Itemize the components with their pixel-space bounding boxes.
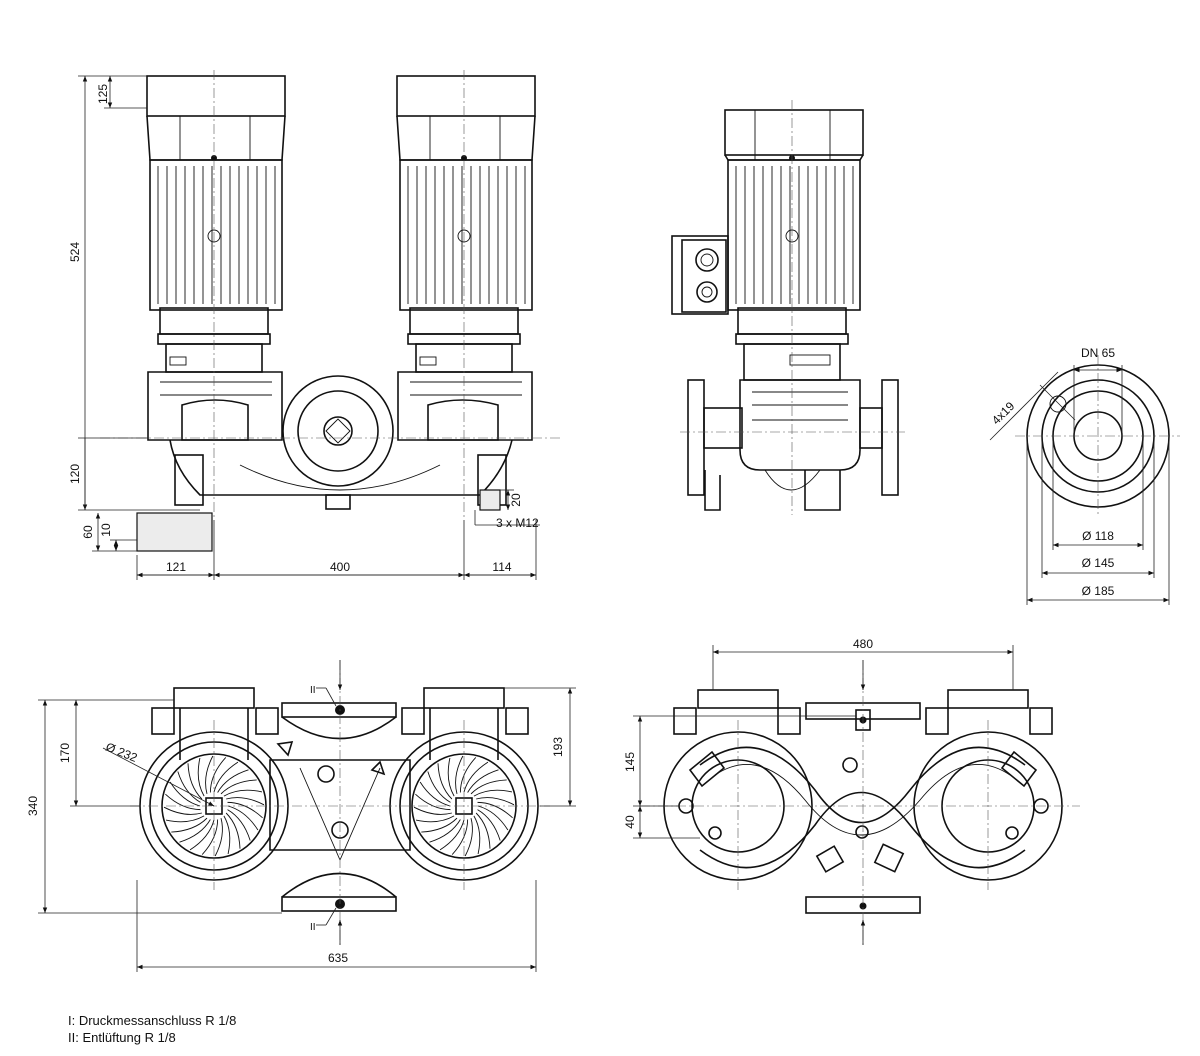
dim-121: 121 <box>166 560 186 574</box>
fan-grille-slot <box>477 809 501 841</box>
fan-grille-slot <box>439 819 465 851</box>
fan-grille-slot <box>419 781 451 807</box>
fan-grille-slot <box>213 761 239 793</box>
fan-grille-slot <box>217 769 249 793</box>
dim-10: 10 <box>99 523 113 537</box>
fan-grille-slot <box>227 809 251 841</box>
dim-635: 635 <box>328 951 348 965</box>
legend-line-2: II: Entlüftung R 1/8 <box>68 1030 176 1045</box>
fan-grille-slot <box>214 818 223 857</box>
dim-dia118: Ø 118 <box>1082 529 1114 543</box>
flange-view: DN 65 4x19 Ø 118 Ø 145 Ø 185 <box>989 346 1180 605</box>
base-plate <box>136 512 213 552</box>
fan-grille-slot <box>447 757 455 797</box>
motor-left <box>146 75 286 373</box>
dim-40: 40 <box>623 815 637 829</box>
dim-170: 170 <box>58 743 72 763</box>
dim-340: 340 <box>26 796 40 816</box>
fan-grille-slot <box>165 815 205 823</box>
fan-grille-slot <box>455 755 464 794</box>
fan-grille-slot <box>473 815 481 855</box>
fan-grille-slot <box>225 812 241 849</box>
fan-grille-slot <box>169 781 201 807</box>
fan-grille-slot <box>464 818 473 857</box>
fan-grille-slot <box>467 769 499 793</box>
fan-grille-slot <box>163 806 202 815</box>
fan-grille-slot <box>205 755 214 794</box>
dim-125: 125 <box>96 84 110 104</box>
dim-524: 524 <box>68 242 82 262</box>
marker-port-2-bottom: II <box>310 922 316 933</box>
fan-grille-slot <box>463 761 489 793</box>
pump-housing-front <box>147 371 533 511</box>
fan-grille-slot <box>477 805 509 831</box>
dim-114: 114 <box>492 560 511 574</box>
fan-grille-slot <box>223 789 263 797</box>
dim-480: 480 <box>853 637 873 651</box>
fan-grille-slot <box>197 757 205 797</box>
fan-grille-slot <box>223 815 231 855</box>
fan-grille-slot <box>429 819 461 843</box>
side-view <box>671 100 905 515</box>
dim-20: 20 <box>509 493 523 507</box>
fan-grille-slot <box>473 789 513 797</box>
fan-grille-slot <box>413 806 452 815</box>
dim-400: 400 <box>330 560 350 574</box>
fan-grille-slot <box>171 817 208 833</box>
fan-grille-slot <box>475 812 491 849</box>
dim-dia145: Ø 145 <box>1082 556 1115 570</box>
front-view: 125 524 120 60 10 121 400 114 20 3 x M12 <box>68 70 560 580</box>
dim-holes: 4x19 <box>989 399 1018 428</box>
dim-145: 145 <box>623 752 637 772</box>
dim-dia232: Ø 232 <box>104 740 140 765</box>
fan-grille-slot <box>227 805 259 831</box>
fan-grille-slot <box>179 819 211 843</box>
fan-grille-slot <box>470 779 507 795</box>
fan-grille-slot <box>437 763 453 800</box>
top-view-left: II II 340 170 193 Ø 232 635 <box>26 660 576 972</box>
dim-dn65: DN 65 <box>1081 346 1115 360</box>
top-view-right: 480 145 40 <box>623 637 1080 945</box>
thread-label: 3 x M12 <box>496 516 539 530</box>
dim-dia185: Ø 185 <box>1082 584 1115 598</box>
fan-grille-slot <box>421 817 458 833</box>
legend-line-1: I: Druckmessanschluss R 1/8 <box>68 1013 237 1028</box>
fan-grille-slot <box>427 771 451 803</box>
fan-grille-slot <box>189 819 215 851</box>
marker-port-1-top: II <box>310 685 316 696</box>
fan-grille-slot <box>226 797 265 806</box>
fan-grille-slot <box>415 815 455 823</box>
dim-120: 120 <box>68 464 82 484</box>
fan-grille-slot <box>220 779 257 795</box>
motor-right <box>396 75 536 373</box>
fan-grille-slot <box>177 771 201 803</box>
fan-grille-slot <box>187 763 203 800</box>
fan-grille-slot <box>476 797 515 806</box>
fan-grille-slot <box>165 793 201 811</box>
dim-193: 193 <box>551 737 565 757</box>
dim-60: 60 <box>81 525 95 539</box>
